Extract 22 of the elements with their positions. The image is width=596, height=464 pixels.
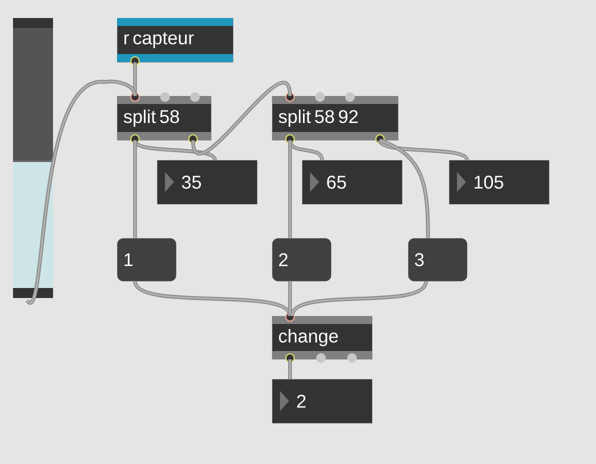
- number-box: 2: [272, 379, 372, 424]
- slider: [13, 18, 54, 298]
- patch-cord: [191, 80, 292, 156]
- patch-cord: [26, 80, 137, 304]
- number-box: 105: [449, 160, 550, 204]
- object-box: change: [272, 312, 372, 363]
- patch-cord: [133, 140, 137, 238]
- number-box: 35: [157, 160, 258, 204]
- patch-cord: [378, 140, 469, 161]
- message-box: 3: [408, 238, 468, 282]
- patch-cord: [133, 62, 137, 96]
- message-box: 1: [117, 238, 176, 282]
- patch-cord: [288, 359, 292, 379]
- object-box: split 58 92: [272, 92, 398, 144]
- object-box: r capteur: [117, 18, 234, 66]
- number-box: 65: [302, 160, 402, 204]
- object-box: split 58: [117, 92, 212, 144]
- message-box: 2: [272, 238, 332, 282]
- patch-cord: [288, 140, 292, 238]
- patch-cord: [290, 280, 428, 317]
- patch-cord: [288, 281, 292, 316]
- patch-cord: [379, 138, 430, 238]
